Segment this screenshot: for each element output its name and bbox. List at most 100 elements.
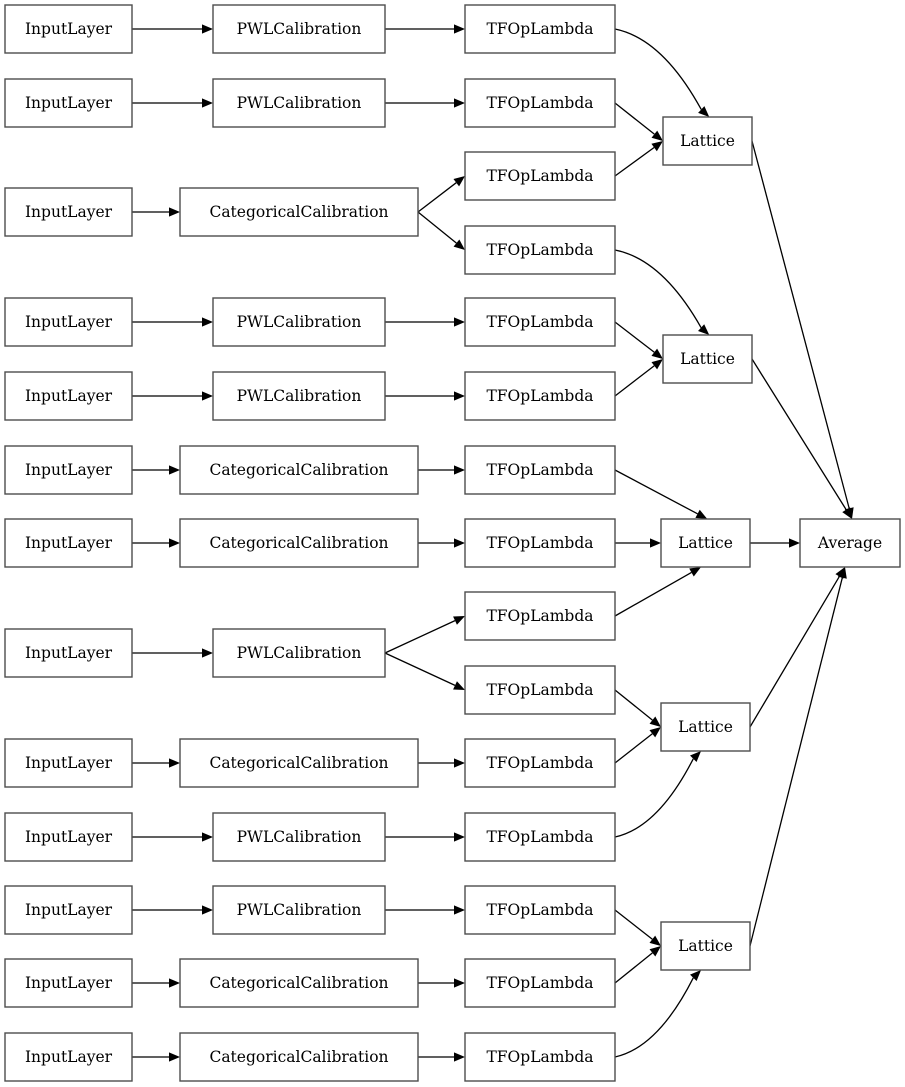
node-box-tfop-lambda[interactable] [464, 958, 616, 1008]
node-box-input-layer[interactable] [4, 297, 133, 347]
node-cal7[interactable]: CategoricalCalibration [179, 518, 419, 568]
node-box-pwlcalibration[interactable] [212, 371, 386, 421]
node-box-input-layer[interactable] [4, 371, 133, 421]
node-box-input-layer[interactable] [4, 958, 133, 1008]
node-op9[interactable]: TFOpLambda [464, 591, 616, 641]
node-box-input-layer[interactable] [4, 628, 133, 678]
node-op15[interactable]: TFOpLambda [464, 1032, 616, 1082]
node-box-tfop-lambda[interactable] [464, 371, 616, 421]
node-box-pwlcalibration[interactable] [212, 628, 386, 678]
node-box-input-layer[interactable] [4, 518, 133, 568]
node-box-lattice[interactable] [662, 116, 753, 166]
node-in7[interactable]: InputLayer [4, 518, 133, 568]
node-in10[interactable]: InputLayer [4, 812, 133, 862]
node-op8[interactable]: TFOpLambda [464, 518, 616, 568]
node-lat4[interactable]: Lattice [660, 702, 751, 752]
node-box-tfop-lambda[interactable] [464, 445, 616, 495]
node-box-input-layer[interactable] [4, 885, 133, 935]
node-box-input-layer[interactable] [4, 445, 133, 495]
node-op3[interactable]: TFOpLambda [464, 151, 616, 201]
node-box-tfop-lambda[interactable] [464, 297, 616, 347]
node-avg[interactable]: Average [799, 518, 901, 568]
node-box-tfop-lambda[interactable] [464, 591, 616, 641]
node-in2[interactable]: InputLayer [4, 78, 133, 128]
node-cal11[interactable]: PWLCalibration [212, 885, 386, 935]
node-box-categorical-calibration[interactable] [179, 738, 419, 788]
node-lat2[interactable]: Lattice [662, 334, 753, 384]
node-box-input-layer[interactable] [4, 738, 133, 788]
node-box-tfop-lambda[interactable] [464, 151, 616, 201]
node-cal10[interactable]: PWLCalibration [212, 812, 386, 862]
node-op14[interactable]: TFOpLambda [464, 958, 616, 1008]
node-in11[interactable]: InputLayer [4, 885, 133, 935]
node-in1[interactable]: InputLayer [4, 4, 133, 54]
node-box-lattice[interactable] [660, 518, 751, 568]
node-box-tfop-lambda[interactable] [464, 738, 616, 788]
node-cal12[interactable]: CategoricalCalibration [179, 958, 419, 1008]
node-box-tfop-lambda[interactable] [464, 4, 616, 54]
node-box-pwlcalibration[interactable] [212, 78, 386, 128]
node-lat1[interactable]: Lattice [662, 116, 753, 166]
node-in6[interactable]: InputLayer [4, 445, 133, 495]
node-in13[interactable]: InputLayer [4, 1032, 133, 1082]
node-op5[interactable]: TFOpLambda [464, 297, 616, 347]
node-box-tfop-lambda[interactable] [464, 812, 616, 862]
edge-categorical-calibration-to-tfop-lambda [418, 978, 465, 988]
node-lat5[interactable]: Lattice [660, 921, 751, 971]
node-in12[interactable]: InputLayer [4, 958, 133, 1008]
edge-tfop-lambda-to-lattice [614, 727, 661, 764]
node-box-tfop-lambda[interactable] [464, 225, 616, 275]
node-box-pwlcalibration[interactable] [212, 812, 386, 862]
node-box-pwlcalibration[interactable] [212, 4, 386, 54]
node-in9[interactable]: InputLayer [4, 738, 133, 788]
node-box-input-layer[interactable] [4, 78, 133, 128]
node-cal13[interactable]: CategoricalCalibration [179, 1032, 419, 1082]
node-box-lattice[interactable] [660, 921, 751, 971]
node-box-tfop-lambda[interactable] [464, 78, 616, 128]
node-op11[interactable]: TFOpLambda [464, 738, 616, 788]
node-op4[interactable]: TFOpLambda [464, 225, 616, 275]
node-cal8[interactable]: PWLCalibration [212, 628, 386, 678]
edge-line [417, 211, 457, 244]
node-cal6[interactable]: CategoricalCalibration [179, 445, 419, 495]
node-in3[interactable]: InputLayer [4, 187, 133, 237]
node-box-tfop-lambda[interactable] [464, 665, 616, 715]
node-cal5[interactable]: PWLCalibration [212, 371, 386, 421]
node-op13[interactable]: TFOpLambda [464, 885, 616, 935]
node-box-tfop-lambda[interactable] [464, 518, 616, 568]
node-op10[interactable]: TFOpLambda [464, 665, 616, 715]
node-cal1[interactable]: PWLCalibration [212, 4, 386, 54]
node-box-categorical-calibration[interactable] [179, 187, 419, 237]
node-op2[interactable]: TFOpLambda [464, 78, 616, 128]
node-cal2[interactable]: PWLCalibration [212, 78, 386, 128]
node-in8[interactable]: InputLayer [4, 628, 133, 678]
node-op1[interactable]: TFOpLambda [464, 4, 616, 54]
node-cal4[interactable]: PWLCalibration [212, 297, 386, 347]
node-box-tfop-lambda[interactable] [464, 1032, 616, 1082]
node-box-pwlcalibration[interactable] [212, 297, 386, 347]
arrowhead-icon [651, 141, 663, 152]
node-box-categorical-calibration[interactable] [179, 518, 419, 568]
arrowhead-icon [698, 324, 710, 335]
node-box-tfop-lambda[interactable] [464, 885, 616, 935]
node-box-categorical-calibration[interactable] [179, 445, 419, 495]
node-lat3[interactable]: Lattice [660, 518, 751, 568]
node-box-lattice[interactable] [662, 334, 753, 384]
node-box-input-layer[interactable] [4, 4, 133, 54]
node-box-categorical-calibration[interactable] [179, 1032, 419, 1082]
node-in4[interactable]: InputLayer [4, 297, 133, 347]
node-box-average[interactable] [799, 518, 901, 568]
node-op7[interactable]: TFOpLambda [464, 445, 616, 495]
node-box-lattice[interactable] [660, 702, 751, 752]
node-in5[interactable]: InputLayer [4, 371, 133, 421]
node-box-pwlcalibration[interactable] [212, 885, 386, 935]
arrowhead-icon [651, 130, 663, 141]
node-cal3[interactable]: CategoricalCalibration [179, 187, 419, 237]
node-cal9[interactable]: CategoricalCalibration [179, 738, 419, 788]
node-box-input-layer[interactable] [4, 187, 133, 237]
node-op12[interactable]: TFOpLambda [464, 812, 616, 862]
node-box-input-layer[interactable] [4, 1032, 133, 1082]
node-box-input-layer[interactable] [4, 812, 133, 862]
node-op6[interactable]: TFOpLambda [464, 371, 616, 421]
node-box-categorical-calibration[interactable] [179, 958, 419, 1008]
